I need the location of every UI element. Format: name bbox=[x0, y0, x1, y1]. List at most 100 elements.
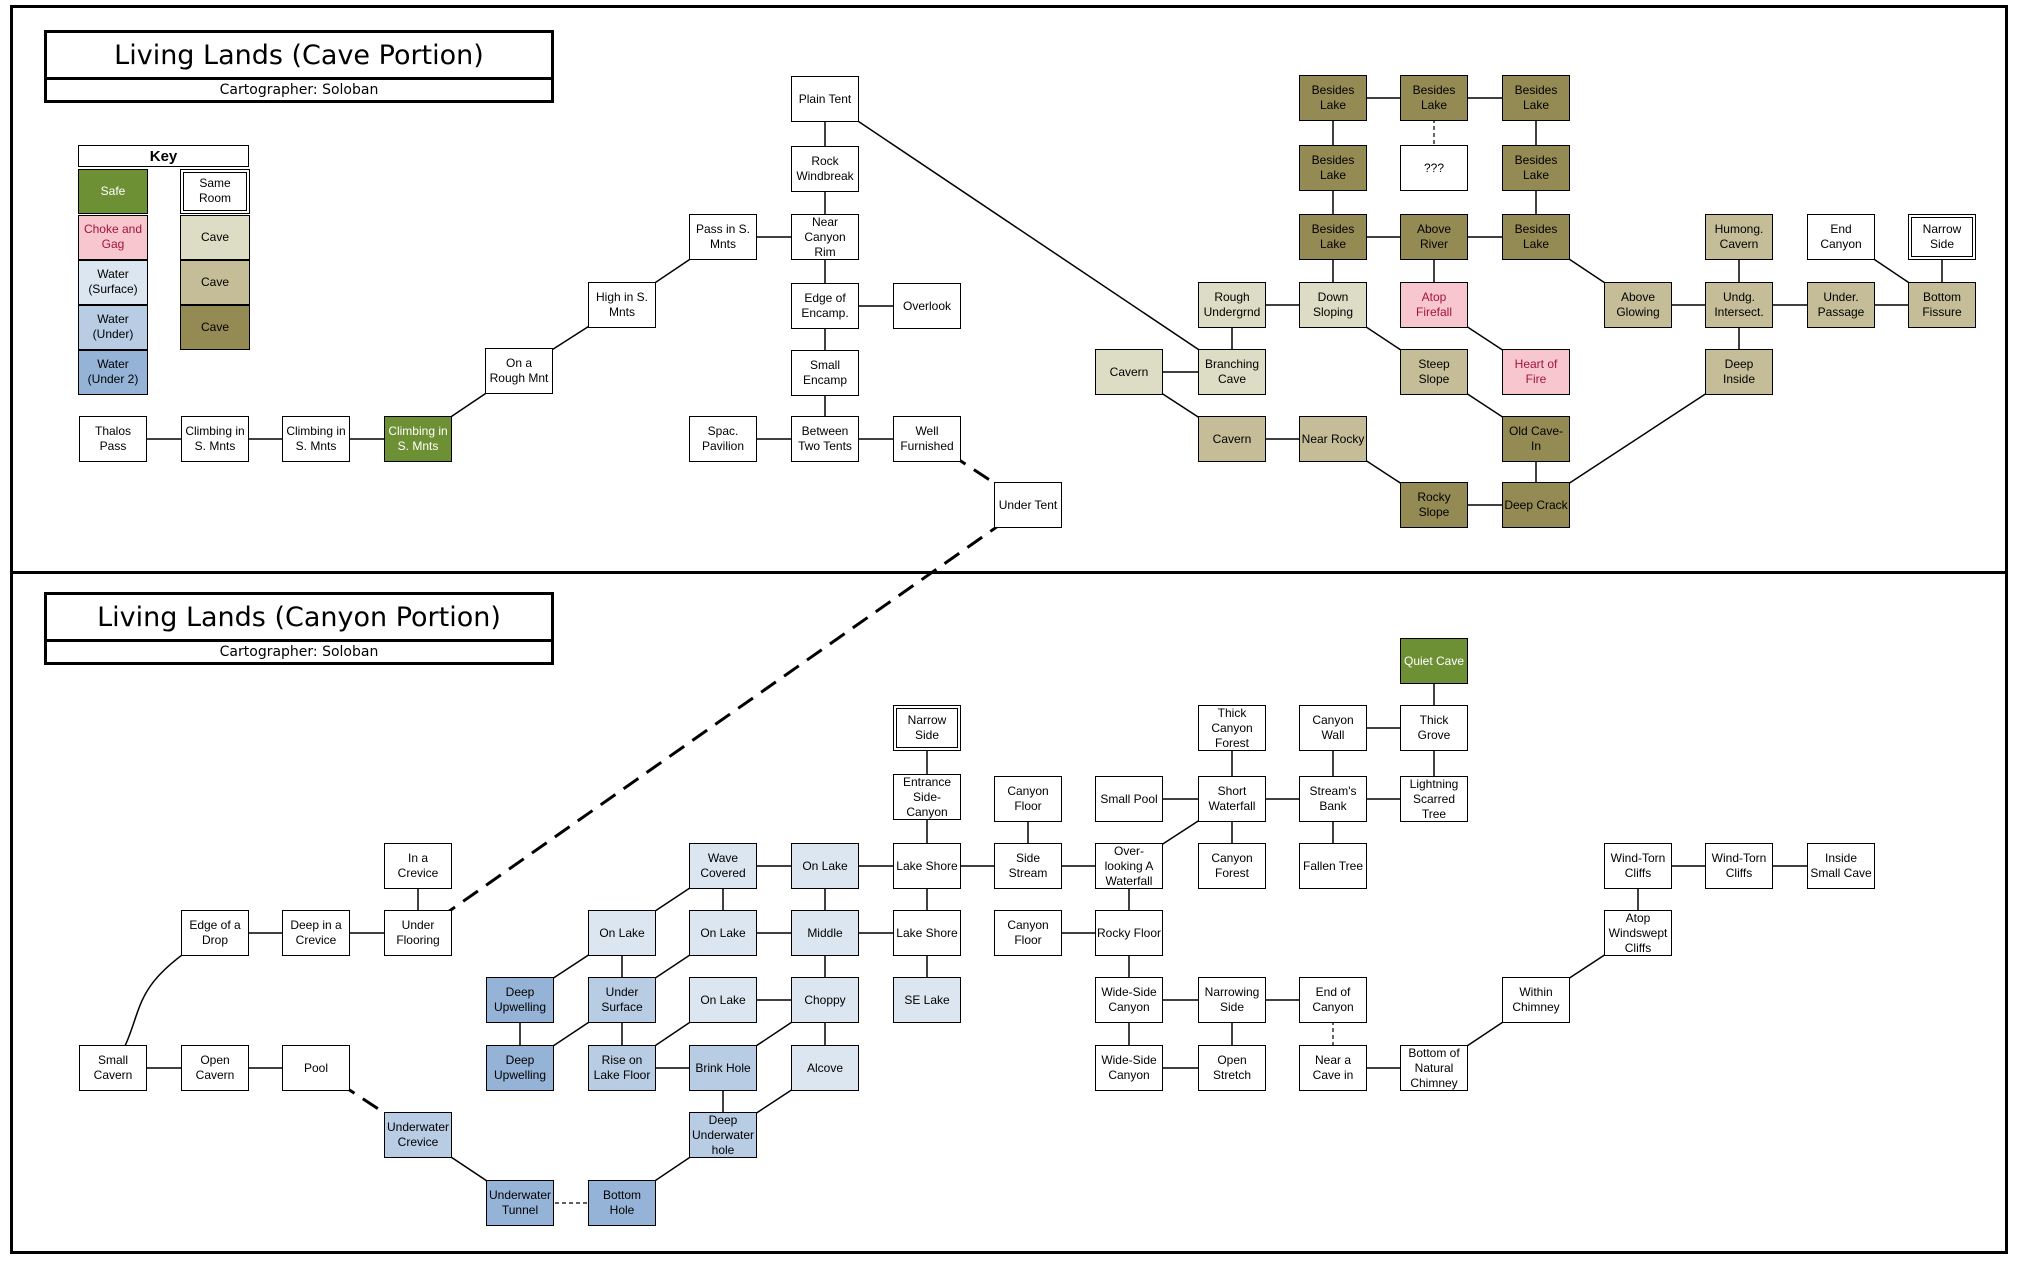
room-bl3: Besides Lake bbox=[1502, 75, 1570, 121]
key-swatch-wunder: Water (Under) bbox=[78, 304, 148, 350]
room-aboveglow: Above Glowing bbox=[1604, 282, 1672, 328]
room-fallentree: Fallen Tree bbox=[1299, 843, 1367, 889]
room-selake: SE Lake bbox=[893, 977, 961, 1023]
room-narrowside1: Narrow Side bbox=[1908, 214, 1976, 260]
room-branching: Branching Cave bbox=[1198, 349, 1266, 395]
room-bl4: Besides Lake bbox=[1299, 145, 1367, 191]
room-undersurf: Under Surface bbox=[588, 977, 656, 1023]
room-deepcrack: Deep Crack bbox=[1502, 482, 1570, 528]
room-lightning: Lightning Scarred Tree bbox=[1400, 776, 1468, 822]
link-thick-dashed-undertent-underfloor bbox=[417, 503, 1029, 935]
room-bl2: Besides Lake bbox=[1400, 75, 1468, 121]
cave-cartographer: Cartographer: Soloban bbox=[219, 82, 379, 98]
room-bottomfis: Bottom Fissure bbox=[1908, 282, 1976, 328]
key-title: Key bbox=[78, 145, 249, 167]
room-brinkhole: Brink Hole bbox=[689, 1045, 757, 1091]
room-lakeshore1: Lake Shore bbox=[893, 843, 961, 889]
room-pass: Pass in S. Mnts bbox=[689, 214, 757, 260]
room-bl7: Besides Lake bbox=[1502, 214, 1570, 260]
room-undertent: Under Tent bbox=[994, 482, 1062, 528]
room-edgedrop: Edge of a Drop bbox=[181, 910, 249, 956]
room-wellfurn: Well Furnished bbox=[893, 416, 961, 462]
room-sidestream: Side Stream bbox=[994, 843, 1062, 889]
room-onlake1: On Lake bbox=[791, 843, 859, 889]
room-riseonlake: Rise on Lake Floor bbox=[588, 1045, 656, 1091]
room-deepup2: Deep Upwelling bbox=[486, 1045, 554, 1091]
room-rockyfloor: Rocky Floor bbox=[1095, 910, 1163, 956]
room-windtorn1: Wind-Torn Cliffs bbox=[1604, 843, 1672, 889]
room-aboveriver: Above River bbox=[1400, 214, 1468, 260]
key-swatch-safe: Safe bbox=[78, 168, 148, 214]
room-canyonwall: Canyon Wall bbox=[1299, 705, 1367, 751]
room-quietcave: Quiet Cave bbox=[1400, 638, 1468, 684]
room-narrowside2: Narrow Side bbox=[893, 705, 961, 751]
room-humong: Humong. Cavern bbox=[1705, 214, 1773, 260]
connection-plaintent-branching bbox=[824, 98, 1233, 373]
room-climb3: Climbing in S. Mnts bbox=[384, 416, 452, 462]
room-lakeshore2: Lake Shore bbox=[893, 910, 961, 956]
canyon-cartographer: Cartographer: Soloban bbox=[219, 644, 379, 660]
room-entrance: Entrance Side-Canyon bbox=[893, 774, 961, 820]
room-edgeenc: Edge of Encamp. bbox=[791, 283, 859, 329]
room-climb1: Climbing in S. Mnts bbox=[181, 416, 249, 462]
room-shortwf: Short Waterfall bbox=[1198, 776, 1266, 822]
key-swatch-wsurf: Water (Surface) bbox=[78, 259, 148, 305]
room-windtorn2: Wind-Torn Cliffs bbox=[1705, 843, 1773, 889]
room-thickforest: Thick Canyon Forest bbox=[1198, 705, 1266, 751]
key-swatch-cave1: Cave bbox=[180, 214, 250, 260]
room-deepuwhole: Deep Underwater hole bbox=[689, 1112, 757, 1158]
room-nearrocky: Near Rocky bbox=[1299, 416, 1367, 462]
room-cfloor1: Canyon Floor bbox=[994, 776, 1062, 822]
cave-title-box: Living Lands (Cave Portion) Cartographer… bbox=[44, 30, 554, 103]
room-cfloor2: Canyon Floor bbox=[994, 910, 1062, 956]
room-choppy: Choppy bbox=[791, 977, 859, 1023]
key-swatch-same: Same Room bbox=[180, 168, 250, 214]
room-nearcave: Near a Cave in bbox=[1299, 1045, 1367, 1091]
room-opencavern: Open Cavern bbox=[181, 1045, 249, 1091]
room-roughug: Rough Undergrnd bbox=[1198, 282, 1266, 328]
room-wideside2: Wide-Side Canyon bbox=[1095, 1045, 1163, 1091]
room-cavernA: Cavern bbox=[1095, 349, 1163, 395]
room-wave: Wave Covered bbox=[689, 843, 757, 889]
room-wideside1: Wide-Side Canyon bbox=[1095, 977, 1163, 1023]
room-windbreak: Rock Windbreak bbox=[791, 146, 859, 192]
room-atopfire: Atop Firefall bbox=[1400, 282, 1468, 328]
room-thalos: Thalos Pass bbox=[79, 416, 147, 462]
room-bottomhole: Bottom Hole bbox=[588, 1180, 656, 1226]
room-rough: On a Rough Mnt bbox=[485, 348, 553, 394]
room-bl6: Besides Lake bbox=[1299, 214, 1367, 260]
room-smallpool: Small Pool bbox=[1095, 776, 1163, 822]
key-swatch-wunder2: Water (Under 2) bbox=[78, 349, 148, 395]
room-insidesmall: Inside Small Cave bbox=[1807, 843, 1875, 889]
room-atopwind: Atop Windswept Cliffs bbox=[1604, 910, 1672, 956]
cave-portion-title: Living Lands (Cave Portion) bbox=[47, 33, 551, 80]
room-middle: Middle bbox=[791, 910, 859, 956]
room-downslope: Down Sloping bbox=[1299, 282, 1367, 328]
room-uwtunnel: Underwater Tunnel bbox=[486, 1180, 554, 1226]
room-steepslope: Steep Slope bbox=[1400, 349, 1468, 395]
key-swatch-choke: Choke and Gag bbox=[78, 214, 148, 260]
room-bottomchimney: Bottom of Natural Chimney bbox=[1400, 1045, 1468, 1091]
key-swatch-cave3: Cave bbox=[180, 304, 250, 350]
room-undg: Undg. Intersect. bbox=[1705, 282, 1773, 328]
key-swatch-cave2: Cave bbox=[180, 259, 250, 305]
room-underfloor: Under Flooring bbox=[384, 910, 452, 956]
room-onlake4: On Lake bbox=[689, 977, 757, 1023]
room-between: Between Two Tents bbox=[791, 416, 859, 462]
room-onlake3: On Lake bbox=[689, 910, 757, 956]
room-plaintent: Plain Tent bbox=[791, 76, 859, 122]
room-high: High in S. Mnts bbox=[588, 282, 656, 328]
room-alcove: Alcove bbox=[791, 1045, 859, 1091]
room-cavernB: Cavern bbox=[1198, 416, 1266, 462]
room-heartfire: Heart of Fire bbox=[1502, 349, 1570, 395]
room-deepup1: Deep Upwelling bbox=[486, 977, 554, 1023]
room-smallenc: Small Encamp bbox=[791, 350, 859, 396]
room-openstretch: Open Stretch bbox=[1198, 1045, 1266, 1091]
room-smallcavern: Small Cavern bbox=[79, 1045, 147, 1091]
room-overlookwf: Over-looking A Waterfall bbox=[1095, 843, 1163, 889]
room-narrowingside: Narrowing Side bbox=[1198, 977, 1266, 1023]
room-endofcanyon: End of Canyon bbox=[1299, 977, 1367, 1023]
room-rockyslope: Rocky Slope bbox=[1400, 482, 1468, 528]
room-nearrim: Near Canyon Rim bbox=[791, 214, 859, 260]
canyon-title-box: Living Lands (Canyon Portion) Cartograph… bbox=[44, 592, 554, 665]
